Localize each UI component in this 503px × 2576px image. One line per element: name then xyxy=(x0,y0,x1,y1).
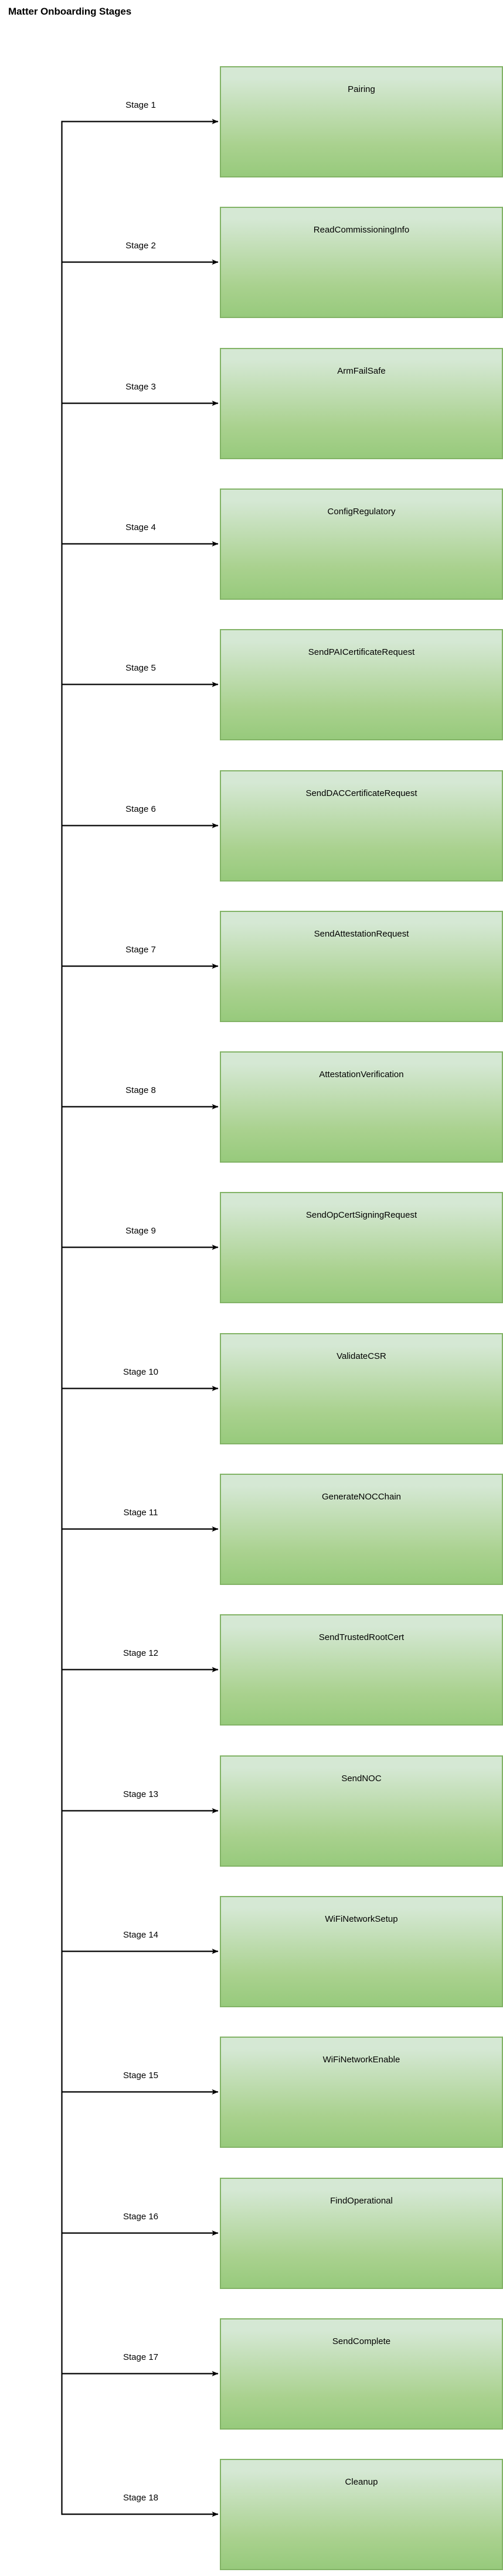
stage-node-label: SendOpCertSigningRequest xyxy=(305,1210,417,1220)
stage-node-label: ReadCommissioningInfo xyxy=(313,225,410,235)
edge-label-stage-10: Stage 10 xyxy=(123,1366,159,1377)
stage-node-11[interactable]: GenerateNOCChain xyxy=(220,1474,503,1585)
stage-node-label: SendDACCertificateRequest xyxy=(305,788,417,798)
stage-node-12[interactable]: SendTrustedRootCert xyxy=(220,1614,503,1726)
stage-node-label: WiFiNetworkEnable xyxy=(322,2055,400,2065)
edge-label-stage-17: Stage 17 xyxy=(123,2352,159,2362)
edge-label-stage-16: Stage 16 xyxy=(123,2211,159,2222)
stage-node-1[interactable]: Pairing xyxy=(220,66,503,177)
stage-node-label: ConfigRegulatory xyxy=(327,507,396,517)
stage-node-label: GenerateNOCChain xyxy=(321,1492,402,1502)
stage-node-label: ValidateCSR xyxy=(337,1351,386,1361)
edge-label-stage-4: Stage 4 xyxy=(125,522,156,532)
stage-node-16[interactable]: FindOperational xyxy=(220,2178,503,2289)
stage-node-label: SendNOC xyxy=(341,1774,382,1784)
stage-node-7[interactable]: SendAttestationRequest xyxy=(220,911,503,1022)
stage-node-label: SendComplete xyxy=(332,2336,391,2346)
stage-node-label: ArmFailSafe xyxy=(337,366,386,376)
edge-label-stage-6: Stage 6 xyxy=(125,804,156,814)
page-title: Matter Onboarding Stages xyxy=(8,6,132,17)
stage-node-9[interactable]: SendOpCertSigningRequest xyxy=(220,1192,503,1303)
stage-node-14[interactable]: WiFiNetworkSetup xyxy=(220,1896,503,2007)
edge-label-stage-13: Stage 13 xyxy=(123,1789,159,1799)
stage-node-15[interactable]: WiFiNetworkEnable xyxy=(220,2037,503,2148)
edge-label-stage-8: Stage 8 xyxy=(125,1085,156,1095)
stage-node-2[interactable]: ReadCommissioningInfo xyxy=(220,207,503,318)
edge-label-stage-5: Stage 5 xyxy=(125,662,156,673)
edge-label-stage-9: Stage 9 xyxy=(125,1225,156,1236)
stage-node-10[interactable]: ValidateCSR xyxy=(220,1333,503,1444)
edge-label-stage-7: Stage 7 xyxy=(125,944,156,955)
edge-label-stage-12: Stage 12 xyxy=(123,1648,159,1658)
edge-label-stage-2: Stage 2 xyxy=(125,240,156,251)
stage-node-17[interactable]: SendComplete xyxy=(220,2318,503,2430)
edge-label-stage-14: Stage 14 xyxy=(123,1929,159,1940)
stage-node-label: Cleanup xyxy=(345,2477,378,2487)
stage-node-5[interactable]: SendPAICertificateRequest xyxy=(220,629,503,740)
edge-label-stage-1: Stage 1 xyxy=(125,100,156,110)
stage-node-13[interactable]: SendNOC xyxy=(220,1755,503,1867)
edge-label-stage-18: Stage 18 xyxy=(123,2492,159,2503)
stage-node-label: Pairing xyxy=(348,84,375,94)
stage-node-label: SendPAICertificateRequest xyxy=(308,647,415,657)
stage-node-label: SendTrustedRootCert xyxy=(318,1632,405,1642)
edge-label-stage-3: Stage 3 xyxy=(125,381,156,392)
stage-node-label: FindOperational xyxy=(330,2196,393,2206)
stage-node-8[interactable]: AttestationVerification xyxy=(220,1051,503,1163)
stage-node-label: WiFiNetworkSetup xyxy=(325,1914,398,1924)
stage-node-6[interactable]: SendDACCertificateRequest xyxy=(220,770,503,882)
stage-node-label: AttestationVerification xyxy=(319,1070,404,1079)
stage-node-label: SendAttestationRequest xyxy=(314,929,409,939)
stage-node-4[interactable]: ConfigRegulatory xyxy=(220,488,503,600)
stage-node-3[interactable]: ArmFailSafe xyxy=(220,348,503,459)
edge-label-stage-11: Stage 11 xyxy=(123,1507,158,1518)
stage-node-18[interactable]: Cleanup xyxy=(220,2459,503,2570)
edge-label-stage-15: Stage 15 xyxy=(123,2070,159,2080)
